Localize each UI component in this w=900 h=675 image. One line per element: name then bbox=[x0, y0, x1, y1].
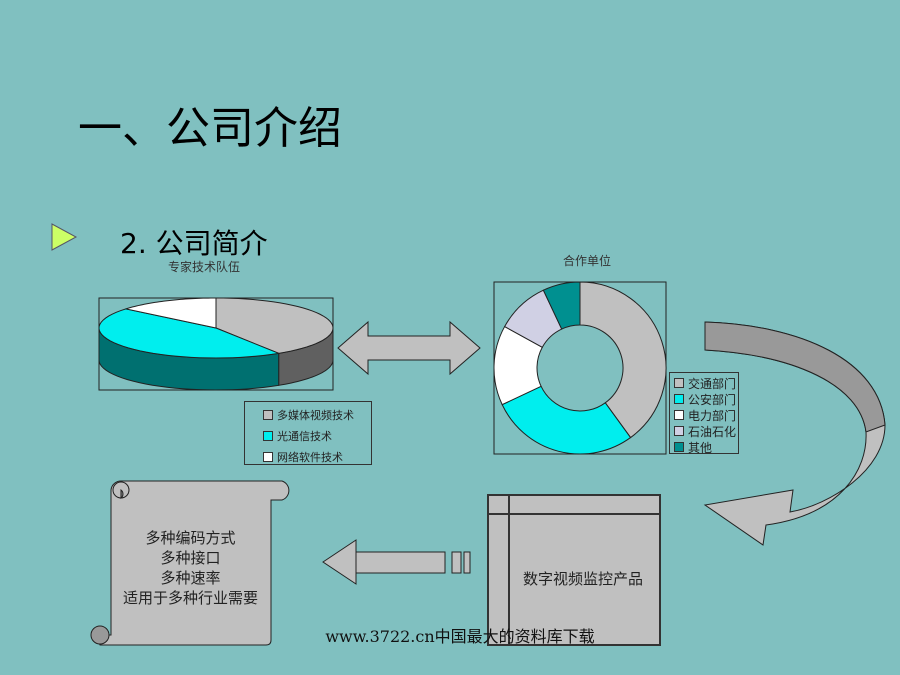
legend-swatch bbox=[674, 378, 684, 388]
legend-swatch bbox=[674, 394, 684, 404]
donut-legend: 交通部门 公安部门 电力部门 石油石化 其他 bbox=[669, 372, 739, 455]
feature-line: 多种编码方式 bbox=[145, 529, 236, 547]
legend-label: 石油石化 bbox=[688, 424, 737, 439]
feature-line: 适用于多种行业需要 bbox=[122, 589, 258, 607]
legend-swatch bbox=[674, 442, 684, 452]
bullet-triangle-icon bbox=[51, 223, 78, 251]
product-box bbox=[487, 494, 661, 646]
product-label: 数字视频监控产品 bbox=[522, 570, 643, 588]
donut-chart-title: 合作单位 bbox=[563, 254, 612, 268]
legend-label: 公安部门 bbox=[688, 392, 737, 407]
footer-watermark: www.3722.cn中国最大的资料库下载 bbox=[325, 627, 595, 646]
scroll-shape bbox=[90, 480, 290, 646]
legend-swatch bbox=[263, 451, 273, 462]
donut-slice-4 bbox=[542, 281, 581, 330]
pie-slice-1 bbox=[98, 308, 281, 359]
double-arrow bbox=[337, 320, 481, 376]
section-subtitle: 2. 公司简介 bbox=[120, 227, 268, 260]
legend-swatch bbox=[263, 430, 273, 441]
legend-label: 多媒体视频技术 bbox=[277, 408, 354, 422]
scroll-text: 多种编码方式 多种接口 多种速率 适用于多种行业需要 bbox=[108, 528, 273, 608]
page-title: 一、公司介绍 bbox=[78, 103, 342, 154]
legend-label: 光通信技术 bbox=[277, 429, 332, 443]
left-arrow bbox=[322, 539, 471, 585]
legend-label: 电力部门 bbox=[688, 408, 737, 423]
donut-slice-1 bbox=[501, 385, 632, 455]
pie-chart-title: 专家技术队伍 bbox=[168, 260, 241, 274]
feature-line: 多种速率 bbox=[160, 569, 221, 587]
legend-swatch bbox=[263, 409, 273, 420]
legend-swatch bbox=[674, 410, 684, 420]
donut-slice-0 bbox=[579, 281, 667, 439]
legend-label: 其他 bbox=[688, 440, 713, 455]
pie-chart bbox=[98, 297, 334, 391]
donut-chart bbox=[493, 281, 667, 455]
pie-legend: 多媒体视频技术 光通信技术 网络软件技术 bbox=[244, 401, 372, 465]
feature-line: 多种接口 bbox=[160, 549, 221, 567]
pie-slice-2 bbox=[125, 297, 217, 329]
legend-label: 交通部门 bbox=[688, 376, 737, 391]
legend-swatch bbox=[674, 426, 684, 436]
legend-label: 网络软件技术 bbox=[277, 450, 343, 464]
